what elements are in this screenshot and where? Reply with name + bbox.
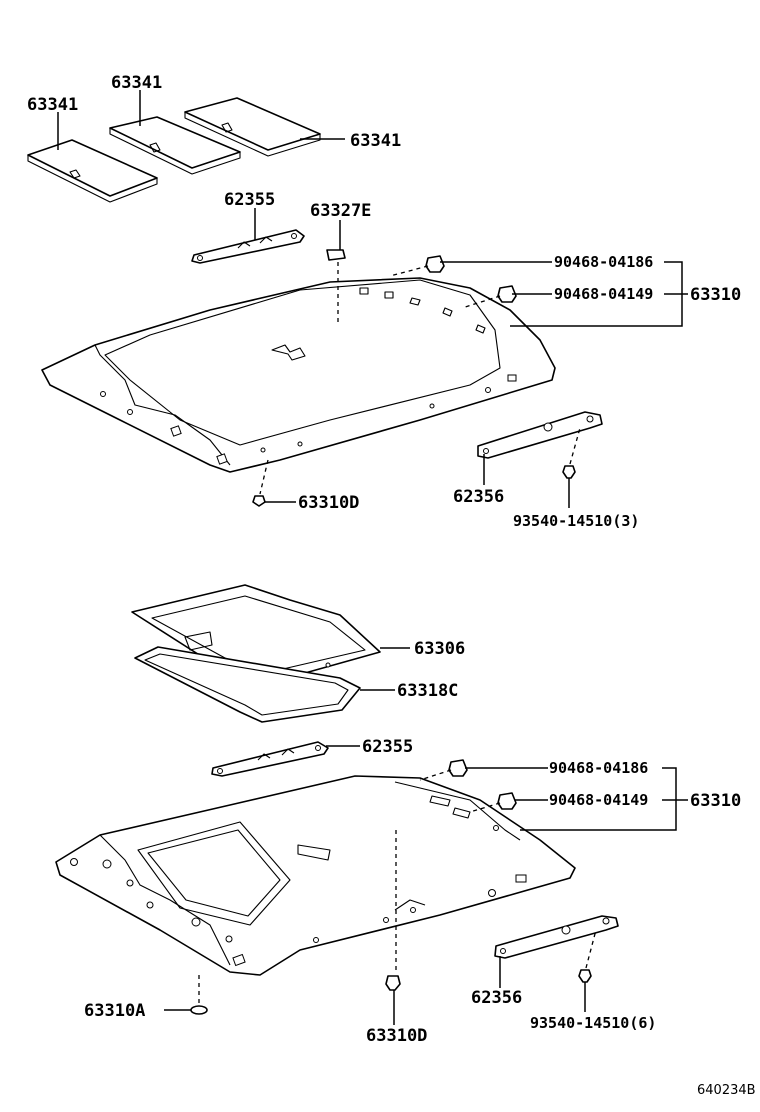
lower-clip-upper <box>448 759 468 777</box>
upper-bracket-rear <box>477 411 603 459</box>
lower-sunroof-seal <box>134 646 361 723</box>
label-upper-bracket-front: 62355 <box>224 190 275 210</box>
lower-assembly <box>55 584 688 1025</box>
label-lower-fastener-center: 63310D <box>366 1026 427 1046</box>
diagram-code: 640234B <box>697 1083 756 1098</box>
label-upper-clip-center: 63327E <box>310 201 371 221</box>
label-lower-fastener-left: 63310A <box>84 1001 145 1021</box>
upper-clip-center <box>326 249 346 261</box>
upper-assembly <box>27 90 688 508</box>
upper-headlining <box>41 277 556 473</box>
label-upper-screw: 93540-14510(3) <box>513 512 639 530</box>
label-upper-bracket-rear: 62356 <box>453 487 504 507</box>
upper-clip-upper <box>425 255 445 273</box>
label-upper-headlining: 63310 <box>690 285 741 305</box>
lower-bracket-rear <box>494 915 619 959</box>
label-upper-clip-lower: 90468-04149 <box>554 285 653 303</box>
label-lower-clip-upper: 90468-04186 <box>549 759 648 777</box>
lower-fastener-center <box>385 975 401 991</box>
upper-pad-right <box>184 97 321 157</box>
label-lower-sunroof-trim: 63306 <box>414 639 465 659</box>
label-lower-screw: 93540-14510(6) <box>530 1014 656 1032</box>
lower-bracket-front <box>211 741 329 777</box>
label-upper-fastener: 63310D <box>298 493 359 513</box>
lower-screw <box>578 969 592 983</box>
label-upper-pad-right: 63341 <box>350 131 401 151</box>
upper-fastener <box>252 495 266 507</box>
label-lower-sunroof-seal: 63318C <box>397 681 458 701</box>
lower-headlining <box>55 775 576 976</box>
label-lower-bracket-front: 62355 <box>362 737 413 757</box>
label-upper-clip-upper: 90468-04186 <box>554 253 653 271</box>
label-lower-headlining: 63310 <box>690 791 741 811</box>
label-lower-bracket-rear: 62356 <box>471 988 522 1008</box>
label-lower-clip-lower: 90468-04149 <box>549 791 648 809</box>
upper-screw <box>562 465 576 479</box>
upper-pad-left <box>27 139 158 203</box>
label-upper-pad-middle: 63341 <box>111 73 162 93</box>
upper-bracket-front <box>191 229 305 264</box>
upper-pad-middle <box>109 116 241 175</box>
lower-clip-lower <box>497 792 517 810</box>
label-upper-pad-left: 63341 <box>27 95 78 115</box>
lower-fastener-left <box>190 1005 208 1015</box>
